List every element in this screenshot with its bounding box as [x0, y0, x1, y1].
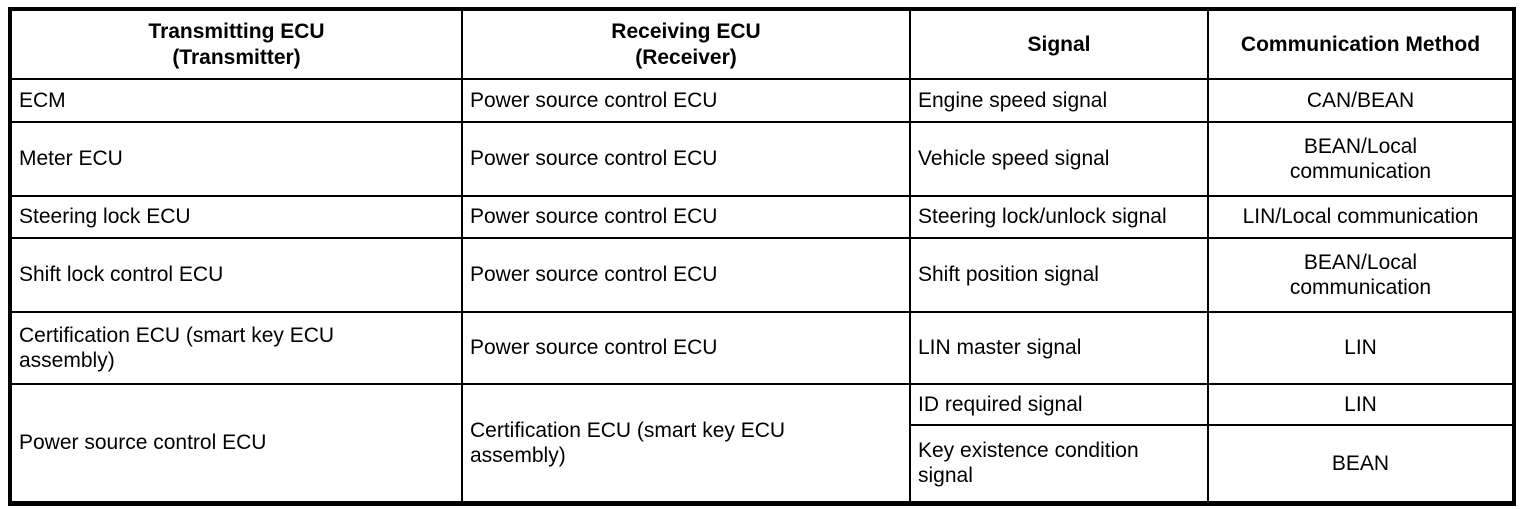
ecu-communication-table: Transmitting ECU (Transmitter) Receiving… [8, 7, 1516, 506]
cell-signal: Shift position signal [909, 237, 1209, 313]
header-transmitting-ecu: Transmitting ECU (Transmitter) [9, 8, 463, 80]
header-receiving-ecu: Receiving ECU (Receiver) [461, 8, 911, 80]
table-header-row: Transmitting ECU (Transmitter) Receiving… [9, 8, 1515, 80]
table-row: Power source control ECU Certification E… [9, 383, 1515, 504]
table-row: Key existence condition signal BEAN [10, 424, 1515, 504]
cell-receiver: Power source control ECU [461, 195, 911, 239]
cell-method: BEAN [1207, 424, 1515, 504]
cell-signal: LIN master signal [909, 311, 1209, 385]
cell-method: LIN [1207, 383, 1515, 426]
cell-transmitter: Steering lock ECU [9, 195, 463, 239]
cell-signal: Key existence condition signal [909, 424, 1209, 504]
cell-transmitter: Shift lock control ECU [9, 237, 463, 313]
table-row: Shift lock control ECU Power source cont… [9, 237, 1515, 313]
table-row: Meter ECU Power source control ECU Vehic… [9, 121, 1515, 197]
cell-transmitter: Certification ECU (smart key ECU assembl… [9, 311, 463, 385]
cell-method: BEAN/Local communication [1207, 121, 1515, 197]
cell-signal: Steering lock/unlock signal [909, 195, 1209, 239]
header-communication-method: Communication Method [1207, 8, 1515, 80]
cell-method: LIN [1207, 311, 1515, 385]
table-row: ECM Power source control ECU Engine spee… [9, 78, 1515, 123]
cell-receiver: Power source control ECU [461, 121, 911, 197]
cell-transmitter: ECM [9, 78, 463, 123]
document-page: Transmitting ECU (Transmitter) Receiving… [0, 7, 1520, 509]
cell-method: CAN/BEAN [1207, 78, 1515, 123]
cell-receiver: Power source control ECU [461, 237, 911, 313]
table-row: Certification ECU (smart key ECU assembl… [9, 311, 1515, 385]
cell-method: BEAN/Local communication [1207, 237, 1515, 313]
cell-transmitter: Power source control ECU [9, 383, 463, 504]
cell-method: LIN/Local communication [1207, 195, 1515, 239]
cell-signal: ID required signal [909, 383, 1209, 426]
cell-receiver: Certification ECU (smart key ECU assembl… [461, 383, 911, 504]
cell-signal: Engine speed signal [909, 78, 1209, 123]
table-row: Steering lock ECU Power source control E… [9, 195, 1515, 239]
cell-signal: Vehicle speed signal [909, 121, 1209, 197]
cell-transmitter: Meter ECU [9, 121, 463, 197]
cell-receiver: Power source control ECU [461, 311, 911, 385]
header-signal: Signal [909, 8, 1209, 80]
cell-receiver: Power source control ECU [461, 78, 911, 123]
